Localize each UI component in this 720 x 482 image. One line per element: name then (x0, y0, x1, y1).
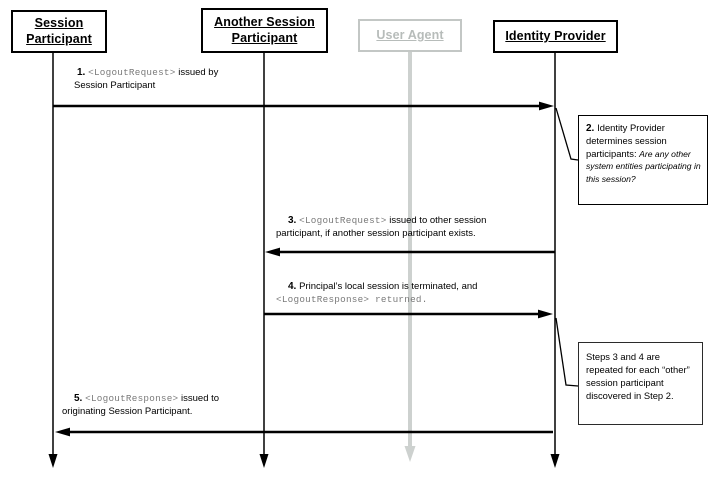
arrowhead-right-icon (539, 101, 554, 111)
note-connector-step-2 (555, 107, 579, 161)
actor-label: Identity Provider (505, 28, 606, 43)
lifeline-end-arrow-icon (259, 454, 269, 468)
message-arrow-step-4 (264, 309, 553, 319)
actor-box-another-session-participant: Another Session Participant (201, 8, 328, 53)
message-arrow-step-3 (265, 247, 555, 257)
message-label-step-4: 4. Principal’s local session is terminat… (276, 281, 478, 305)
lifeline-end-arrow-icon (404, 446, 416, 462)
arrowhead-right-icon (538, 309, 553, 319)
actor-label: Session Participant (26, 16, 92, 46)
actor-box-user-agent: User Agent (358, 19, 462, 52)
lifeline-end-arrow-icon (550, 454, 560, 468)
message-label-step-3: 3. <LogoutRequest> issued to other sessi… (276, 215, 487, 239)
message-arrow-step-5 (55, 427, 553, 437)
arrowhead-left-icon (55, 427, 70, 437)
message-arrow-step-1 (53, 101, 554, 111)
note-connector-steps-3-4 (555, 317, 579, 387)
lifeline-user-agent (404, 52, 416, 462)
lifeline-identity-provider (550, 53, 560, 468)
actor-label: User Agent (376, 27, 444, 42)
actor-box-session-participant: Session Participant (11, 10, 107, 53)
arrowhead-left-icon (265, 247, 280, 257)
lifeline-session-participant (48, 53, 58, 468)
actor-box-identity-provider: Identity Provider (493, 20, 618, 53)
lifeline-end-arrow-icon (48, 454, 58, 468)
actor-label: Another Session Participant (214, 15, 315, 45)
